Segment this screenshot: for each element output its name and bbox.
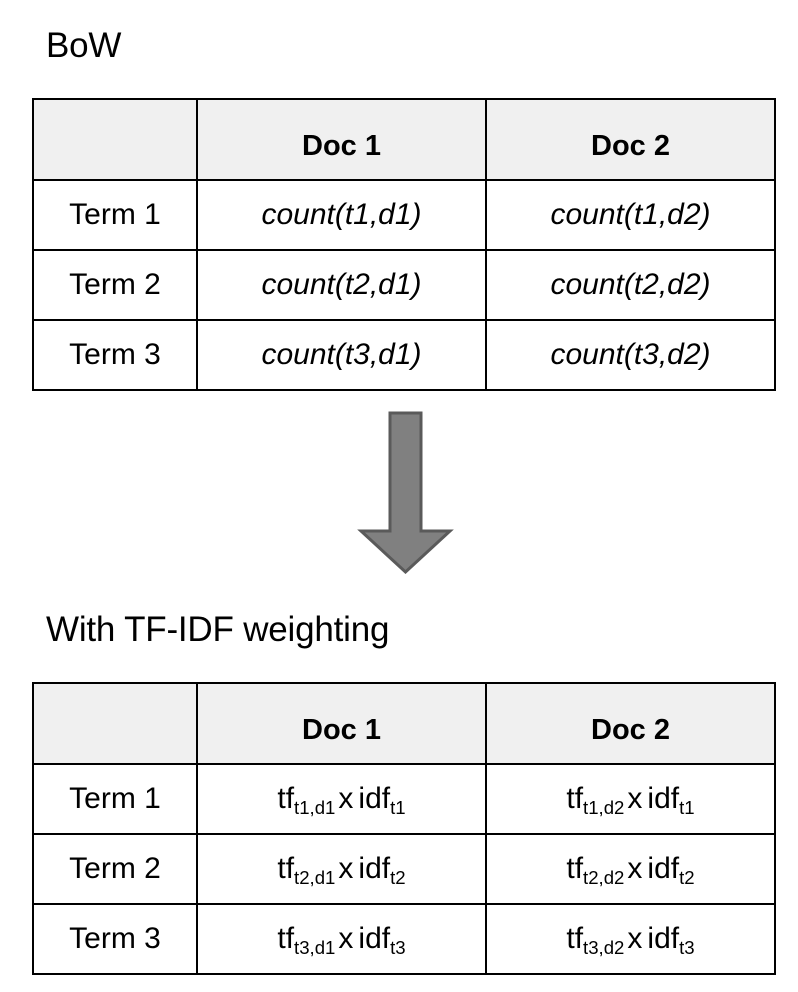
- idf-subscript: t3: [390, 936, 406, 958]
- idf-subscript: t1: [679, 796, 695, 818]
- bow-cell-term1-doc1: count(t1,d1): [196, 179, 487, 251]
- tf-subscript: t2,d2: [583, 866, 625, 888]
- down-arrow-icon: [357, 411, 454, 574]
- idf-subscript: t1: [390, 796, 406, 818]
- idf-symbol: idf: [647, 782, 680, 815]
- multiply-operator: x: [627, 782, 643, 815]
- multiply-operator: x: [627, 852, 643, 885]
- idf-subscript: t3: [679, 936, 695, 958]
- tfidf-header-row: Doc 1 Doc 2: [32, 682, 776, 765]
- down-arrow-shape: [357, 411, 454, 574]
- bow-row-label-term1: Term 1: [32, 179, 198, 251]
- table-row: Term 2 count(t2,d1) count(t2,d2): [32, 249, 776, 321]
- bow-section-title: BoW: [46, 26, 122, 65]
- tf-subscript: t1,d1: [294, 796, 336, 818]
- bow-column-header-doc2: Doc 2: [485, 98, 776, 181]
- tfidf-section-title: With TF-IDF weighting: [46, 610, 390, 649]
- bow-cell-term2-doc2: count(t2,d2): [485, 249, 776, 321]
- tf-subscript: t2,d1: [294, 866, 336, 888]
- tf-symbol: tf: [566, 782, 584, 815]
- tfidf-column-header-doc1: Doc 1: [196, 682, 487, 765]
- idf-symbol: idf: [358, 852, 391, 885]
- table-row: Term 3 count(t3,d1) count(t3,d2): [32, 319, 776, 391]
- tf-symbol: tf: [277, 852, 295, 885]
- multiply-operator: x: [627, 922, 643, 955]
- bow-cell-term2-doc1: count(t2,d1): [196, 249, 487, 321]
- idf-symbol: idf: [358, 782, 391, 815]
- idf-subscript: t2: [679, 866, 695, 888]
- multiply-operator: x: [338, 852, 354, 885]
- bow-cell-term3-doc1: count(t3,d1): [196, 319, 487, 391]
- multiply-operator: x: [338, 922, 354, 955]
- tf-subscript: t1,d2: [583, 796, 625, 818]
- tf-symbol: tf: [566, 922, 584, 955]
- bow-column-header-doc1: Doc 1: [196, 98, 487, 181]
- tfidf-row-label-term3: Term 3: [32, 903, 198, 975]
- bow-cell-term3-doc2: count(t3,d2): [485, 319, 776, 391]
- table-row: Term 1 count(t1,d1) count(t1,d2): [32, 179, 776, 251]
- bow-row-label-term2: Term 2: [32, 249, 198, 321]
- tf-subscript: t3,d2: [583, 936, 625, 958]
- tf-symbol: tf: [566, 852, 584, 885]
- idf-symbol: idf: [358, 922, 391, 955]
- bow-header-row: Doc 1 Doc 2: [32, 98, 776, 181]
- tf-subscript: t3,d1: [294, 936, 336, 958]
- tf-symbol: tf: [277, 922, 295, 955]
- bow-row-label-term3: Term 3: [32, 319, 198, 391]
- multiply-operator: x: [338, 782, 354, 815]
- bow-matrix-table: Doc 1 Doc 2 Term 1 count(t1,d1) count(t1…: [32, 98, 776, 391]
- bow-corner-header: [32, 98, 198, 181]
- idf-symbol: idf: [647, 922, 680, 955]
- tfidf-column-header-doc2: Doc 2: [485, 682, 776, 765]
- tfidf-row-label-term2: Term 2: [32, 833, 198, 905]
- idf-subscript: t2: [390, 866, 406, 888]
- bow-cell-term1-doc2: count(t1,d2): [485, 179, 776, 251]
- tfidf-corner-header: [32, 682, 198, 765]
- tfidf-row-label-term1: Term 1: [32, 763, 198, 835]
- idf-symbol: idf: [647, 852, 680, 885]
- tf-symbol: tf: [277, 782, 295, 815]
